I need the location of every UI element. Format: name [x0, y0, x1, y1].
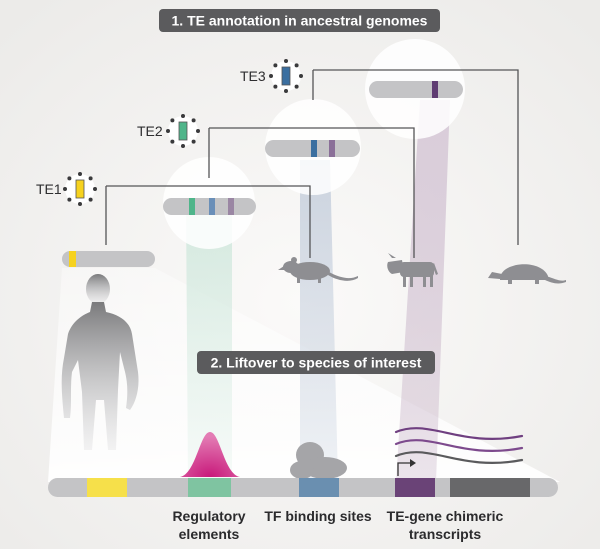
beam-regulatory — [186, 205, 232, 482]
chimeric-transcripts — [394, 427, 524, 464]
ancestor-chromosome-1 — [163, 198, 256, 215]
step2-banner: 2. Liftover to species of interest — [197, 351, 435, 374]
phylogenetic-tree — [105, 69, 519, 258]
human-chromosome — [62, 251, 155, 267]
te1-label: TE1 — [36, 181, 62, 197]
te2-icon — [166, 114, 200, 148]
cow-icon — [387, 253, 438, 287]
te3-label: TE3 — [240, 68, 266, 84]
te1-icon — [63, 172, 97, 206]
chimeric-label-1: TE-gene chimeric — [387, 508, 504, 524]
regulatory-label-2: elements — [179, 526, 240, 542]
human-icon — [61, 274, 139, 450]
tf-protein-icon — [290, 442, 347, 479]
tf-label: TF binding sites — [264, 508, 372, 524]
te2-label: TE2 — [137, 123, 163, 139]
armadillo-icon — [488, 264, 566, 284]
regulatory-label-1: Regulatory — [172, 508, 245, 524]
regulatory-peak — [180, 432, 240, 477]
target-chromosome — [48, 478, 558, 497]
step1-title: 1. TE annotation in ancestral genomes — [172, 13, 428, 29]
te3-icon — [269, 59, 303, 93]
ancestor-chromosome-3 — [369, 81, 463, 98]
beam-chimeric — [396, 100, 450, 482]
transcription-start-arrow — [397, 459, 416, 476]
chimeric-label-2: transcripts — [409, 526, 482, 542]
step1-banner: 1. TE annotation in ancestral genomes — [159, 9, 440, 32]
ancestor-chromosome-2 — [265, 140, 360, 157]
step2-title: 2. Liftover to species of interest — [211, 355, 422, 371]
rat-icon — [278, 257, 358, 283]
